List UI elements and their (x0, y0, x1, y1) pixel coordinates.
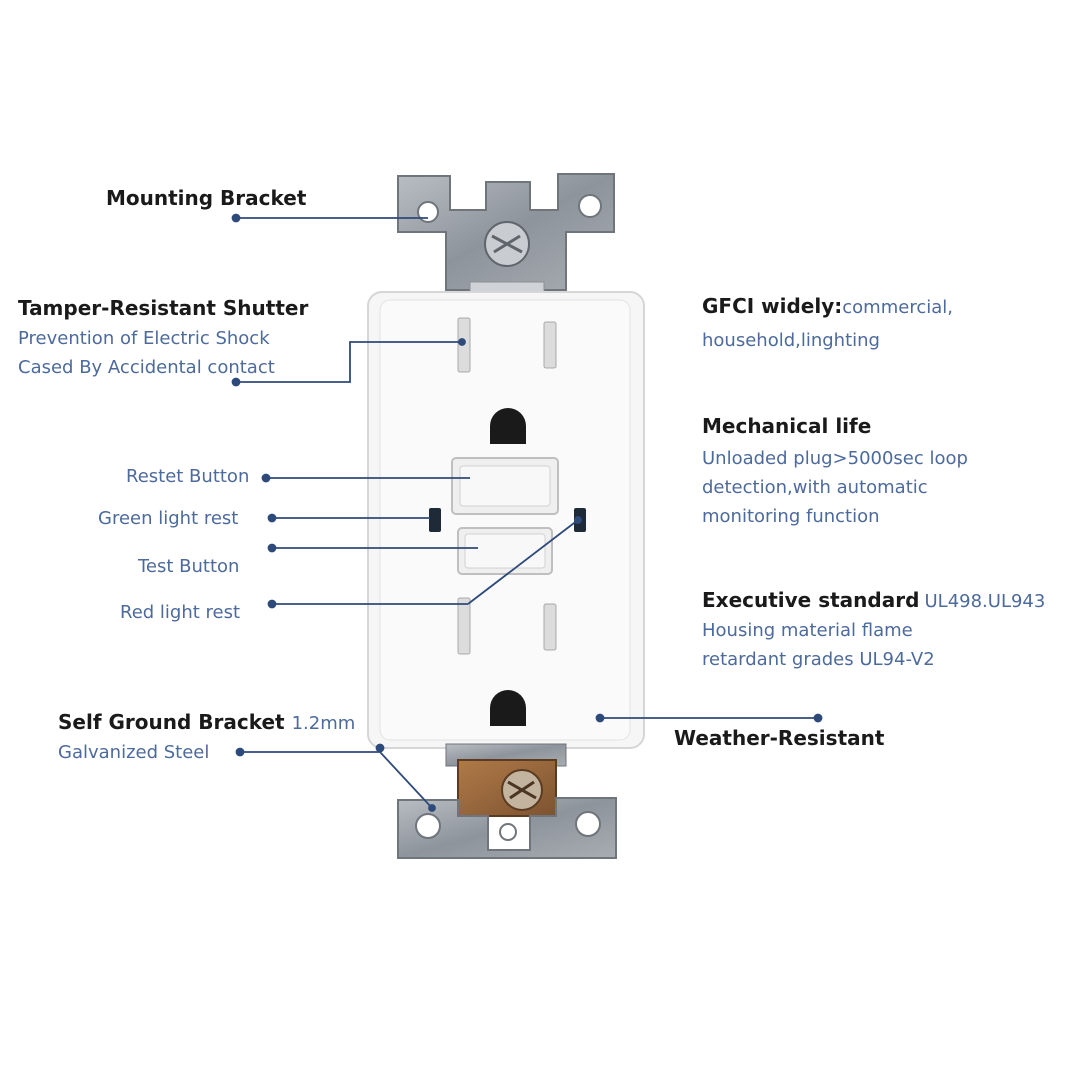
ground-hole (490, 408, 526, 444)
label-exec-line2: retardant grades UL94-V2 (702, 649, 935, 670)
slot-hot (543, 321, 557, 369)
label-test-button: Test Button (138, 556, 240, 577)
bracket-hole (415, 813, 441, 839)
label-ground-line2: Galvanized Steel (58, 742, 210, 763)
label-group-ground: Self Ground Bracket 1.2mm Galvanized Ste… (58, 710, 355, 763)
outlet-body (367, 291, 645, 749)
label-group-executive: Executive standard UL498.UL943 Housing m… (702, 588, 1045, 670)
label-weather-resistant: Weather-Resistant (674, 726, 885, 750)
bracket-hole (575, 811, 601, 837)
label-exec-first-line: Executive standard UL498.UL943 (702, 588, 1045, 612)
bottom-ground-bracket (397, 743, 617, 859)
label-exec-spec: UL498.UL943 (924, 591, 1046, 612)
label-ground-title-line: Self Ground Bracket 1.2mm (58, 710, 355, 734)
label-tamper-title: Tamper-Resistant Shutter (18, 296, 309, 320)
label-green-light: Green light rest (98, 508, 239, 529)
leader-self-ground-diagonal (379, 751, 433, 809)
label-ground-title: Self Ground Bracket (58, 710, 285, 734)
slot-neutral (457, 597, 471, 655)
label-gfci-line2: household,linghting (702, 330, 880, 351)
label-gfci-title: GFCI widely: (702, 294, 843, 318)
label-mech-line1: Unloaded plug>5000sec loop (702, 448, 968, 469)
label-group-gfci: GFCI widely:commercial, household,linght… (702, 294, 953, 351)
label-gfci-line1: commercial, (842, 297, 953, 318)
label-reset-button: Restet Button (126, 466, 250, 487)
label-exec-line1: Housing material flame (702, 620, 913, 641)
label-mech-line2: detection,with automatic (702, 477, 928, 498)
leader-red-light-diagonal (467, 519, 579, 605)
top-mounting-bracket (397, 173, 615, 301)
bracket-hole (417, 201, 439, 223)
label-tamper-line1: Prevention of Electric Shock (18, 328, 270, 349)
ground-hole (490, 690, 526, 726)
label-gfci-first-line: GFCI widely:commercial, (702, 294, 953, 318)
label-mounting-bracket: Mounting Bracket (106, 186, 307, 210)
green-light-indicator (429, 508, 441, 532)
label-exec-title: Executive standard (702, 588, 920, 612)
bracket-hole (578, 194, 602, 218)
label-group-mechanical: Mechanical life Unloaded plug>5000sec lo… (702, 414, 968, 527)
label-ground-spec: 1.2mm (291, 713, 356, 734)
leader-lines (231, 213, 823, 812)
label-red-light: Red light rest (120, 602, 241, 623)
slot-hot (543, 603, 557, 651)
label-group-tamper: Tamper-Resistant Shutter Prevention of E… (18, 296, 308, 378)
leader-tamper-shutter (236, 341, 462, 383)
label-mech-line3: monitoring function (702, 506, 880, 527)
label-tamper-line2: Cased By Accidental contact (18, 357, 275, 378)
label-mech-title: Mechanical life (702, 414, 872, 438)
